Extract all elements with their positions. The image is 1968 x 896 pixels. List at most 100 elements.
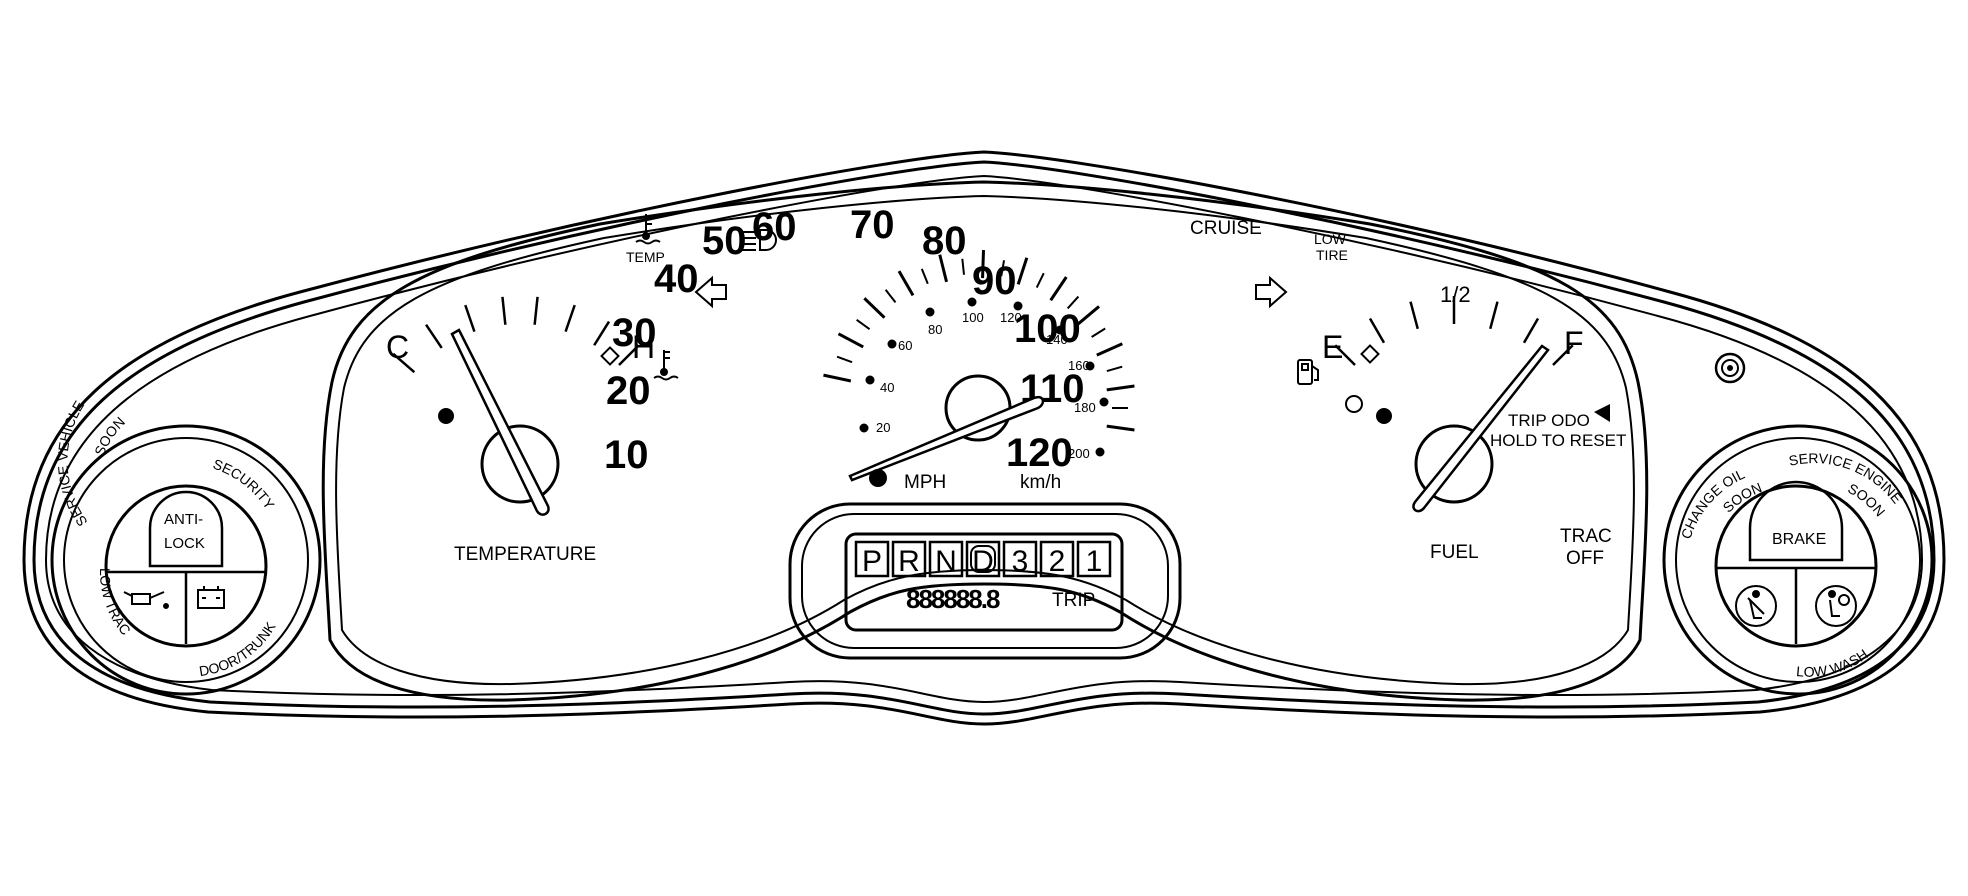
low-trac-label: LOW TRAC bbox=[97, 568, 134, 638]
temp-needle bbox=[450, 328, 550, 516]
mph-tick-label: 100 bbox=[1014, 307, 1081, 351]
mph-tick-mark bbox=[1076, 305, 1100, 326]
gear-letter: N bbox=[935, 545, 957, 578]
temperature-gauge: C H TEMPERATURE bbox=[386, 296, 679, 565]
mph-minor-tick bbox=[1091, 327, 1106, 338]
temp-indicator-label: TEMP bbox=[626, 249, 665, 265]
mph-tick-label: 10 bbox=[604, 433, 649, 477]
fuel-tick bbox=[1522, 317, 1540, 344]
mph-tick-mark bbox=[1016, 257, 1029, 285]
temp-tick bbox=[533, 296, 539, 325]
low-tire-indicator-line1: LOW bbox=[1314, 231, 1347, 247]
mph-tick-mark bbox=[837, 332, 864, 349]
fuel-empty-label: E bbox=[1322, 329, 1343, 365]
trac-off-line1: TRAC bbox=[1560, 526, 1612, 547]
kmh-tick-dot bbox=[967, 297, 977, 307]
mph-tick-label: 90 bbox=[972, 259, 1017, 303]
brake-label: BRAKE bbox=[1772, 531, 1826, 548]
kmh-tick-label: 120 bbox=[1000, 310, 1022, 325]
kmh-tick-label: 180 bbox=[1074, 400, 1096, 415]
gear-letter: D bbox=[972, 545, 994, 578]
kmh-tick-label: 60 bbox=[898, 338, 912, 353]
mph-tick-mark bbox=[863, 297, 886, 319]
security-label: SECURITY bbox=[211, 456, 278, 513]
mph-tick-label: 30 bbox=[612, 311, 657, 355]
battery-icon bbox=[197, 586, 225, 609]
trac-off-line2: OFF bbox=[1566, 548, 1604, 569]
mph-tick-mark bbox=[981, 250, 986, 279]
mph-tick-label: 40 bbox=[654, 257, 699, 301]
temperature-label: TEMPERATURE bbox=[454, 544, 596, 565]
anti-lock-label-line1: ANTI- bbox=[164, 511, 203, 528]
mph-tick-label: 20 bbox=[606, 369, 651, 413]
fuel-needle bbox=[1412, 344, 1550, 513]
gear-box bbox=[1076, 540, 1112, 578]
kmh-tick-dot bbox=[1013, 301, 1023, 311]
mph-tick-label: 50 bbox=[702, 219, 747, 263]
temp-tick bbox=[425, 324, 443, 349]
trip-reset-knob[interactable] bbox=[1714, 352, 1746, 384]
gear-box bbox=[1002, 540, 1038, 578]
temp-cold-label: C bbox=[386, 329, 409, 365]
coolant-icon bbox=[653, 350, 679, 381]
kmh-tick-label: 40 bbox=[880, 380, 894, 395]
hold-to-reset-label: HOLD TO RESET bbox=[1490, 431, 1626, 450]
trip-odo-arrow-icon bbox=[1594, 404, 1610, 422]
kmh-tick-label: 20 bbox=[876, 420, 890, 435]
fuel-open-circle bbox=[1345, 395, 1363, 413]
kmh-tick-dot bbox=[925, 307, 935, 317]
fuel-gauge: E 1/2 F FUEL bbox=[1297, 282, 1584, 563]
gear-box bbox=[854, 540, 890, 578]
temp-gauge-dot bbox=[438, 408, 454, 424]
mph-tick-mark bbox=[1106, 384, 1135, 392]
kmh-tick-label: 100 bbox=[962, 310, 984, 325]
temp-tick bbox=[464, 304, 476, 333]
mph-tick-label: 70 bbox=[850, 203, 895, 247]
kmh-tick-label: 80 bbox=[928, 322, 942, 337]
gear-letter: 1 bbox=[1086, 545, 1103, 578]
kmh-tick-dot bbox=[1095, 447, 1105, 457]
fuel-label: FUEL bbox=[1430, 542, 1479, 563]
mph-minor-tick bbox=[1066, 295, 1080, 310]
kmh-tick-label: 160 bbox=[1068, 358, 1090, 373]
gear-box bbox=[1039, 540, 1075, 578]
mph-tick-mark bbox=[938, 254, 949, 283]
temp-tick bbox=[593, 320, 611, 346]
kmh-tick-dot bbox=[887, 339, 897, 349]
trip-label: TRIP bbox=[1052, 590, 1095, 611]
fuel-ticks bbox=[1334, 296, 1574, 366]
mph-tick-label: 60 bbox=[752, 205, 797, 249]
mph-tick-mark bbox=[1096, 342, 1123, 357]
mph-tick-mark bbox=[897, 270, 915, 297]
mph-unit-label: MPH bbox=[904, 472, 946, 493]
mph-minor-tick bbox=[1000, 260, 1006, 277]
fuel-tick bbox=[1409, 301, 1419, 330]
kmh-tick-dot bbox=[1085, 361, 1095, 371]
mph-minor-tick bbox=[1035, 272, 1045, 288]
fuel-needle-hub bbox=[1414, 424, 1494, 504]
temp-needle-hub bbox=[480, 424, 560, 504]
gear-letter: P bbox=[862, 545, 882, 578]
fuel-tick bbox=[1552, 344, 1574, 366]
kmh-tick-label: 200 bbox=[1068, 446, 1090, 461]
fuel-full-label: F bbox=[1564, 325, 1584, 361]
mph-tick-mark bbox=[823, 373, 852, 383]
kmh-tick-label: 140 bbox=[1046, 332, 1068, 347]
seatbelt-icon bbox=[1735, 585, 1777, 627]
right-warning-pod: BRAKE CHANGE OIL SOON SERVICE ENGINE SOO… bbox=[1662, 424, 1934, 696]
temp-tick bbox=[564, 304, 576, 333]
temp-hot-label: H bbox=[632, 329, 655, 365]
fuel-tick bbox=[1489, 301, 1499, 330]
trip-odo-label: TRIP ODO bbox=[1508, 411, 1590, 430]
kmh-tick-dot bbox=[865, 375, 875, 385]
anti-lock-label-line2: LOCK bbox=[164, 535, 205, 552]
speedometer-needle bbox=[848, 395, 1045, 482]
anti-lock-button bbox=[148, 490, 224, 568]
cruise-indicator: CRUISE bbox=[1190, 218, 1262, 239]
temp-tick bbox=[618, 344, 640, 366]
